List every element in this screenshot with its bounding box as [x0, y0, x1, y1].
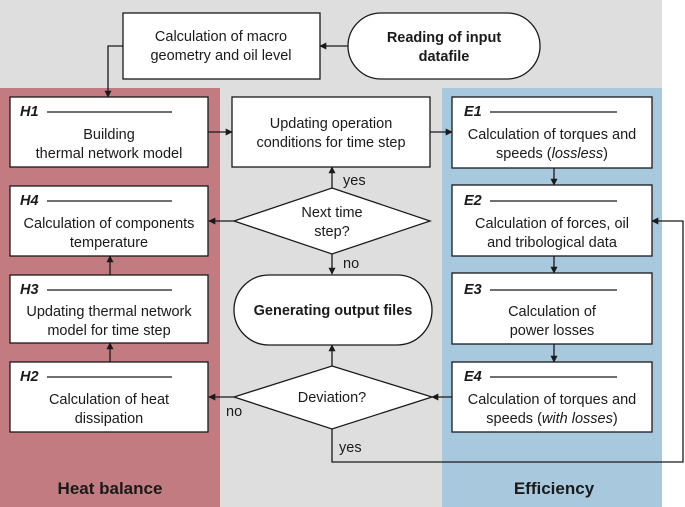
e2-box: E2 Calculation of forces, oil and tribol…	[451, 184, 653, 257]
svg-text:conditions for time step: conditions for time step	[256, 135, 405, 151]
svg-text:Calculation of forces, oil: Calculation of forces, oil	[475, 216, 629, 232]
svg-text:Calculation of torques and: Calculation of torques and	[468, 127, 636, 143]
svg-text:model for time step: model for time step	[47, 323, 170, 339]
svg-text:H1: H1	[20, 104, 39, 120]
e1-box: E1 Calculation of torques and speeds (lo…	[451, 96, 653, 169]
svg-text:Updating operation: Updating operation	[270, 116, 393, 132]
next-time-step-decision: Next time step?	[231, 187, 433, 255]
e4-box: E4 Calculation of torques and speeds (wi…	[451, 361, 653, 433]
svg-text:Deviation?: Deviation?	[298, 390, 367, 406]
deviation-yes-label: yes	[339, 440, 362, 456]
updating-conditions-box: Updating operation conditions for time s…	[231, 96, 431, 168]
svg-text:thermal network model: thermal network model	[36, 146, 183, 162]
svg-text:Calculation of heat: Calculation of heat	[49, 392, 169, 408]
svg-text:E4: E4	[464, 369, 482, 385]
svg-text:Building: Building	[83, 127, 135, 143]
svg-text:and tribological data: and tribological data	[487, 235, 618, 251]
svg-text:Generating output files: Generating output files	[254, 303, 413, 319]
svg-text:H2: H2	[20, 369, 39, 385]
next-step-no-label: no	[343, 256, 359, 272]
deviation-decision: Deviation?	[231, 365, 435, 430]
svg-text:E2: E2	[464, 193, 482, 209]
e3-box: E3 Calculation of power losses	[451, 272, 653, 345]
svg-text:Reading of input: Reading of input	[387, 30, 502, 46]
generating-output-files-terminal: Generating output files	[233, 274, 433, 346]
svg-text:datafile: datafile	[419, 49, 470, 65]
svg-text:Updating thermal network: Updating thermal network	[26, 304, 192, 320]
svg-text:speeds (with losses): speeds (with losses)	[486, 411, 617, 427]
arrow-deviation-loop-to-e2	[331, 217, 684, 463]
svg-text:Calculation of macro: Calculation of macro	[155, 29, 287, 45]
macro-geometry-box: Calculation of macro geometry and oil le…	[122, 12, 321, 80]
efficiency-label: Efficiency	[514, 479, 595, 498]
svg-text:E3: E3	[464, 282, 482, 298]
heat-balance-label: Heat balance	[58, 479, 163, 498]
reading-input-datafile-terminal: Reading of input datafile	[347, 12, 541, 80]
svg-text:Calculation of components: Calculation of components	[24, 216, 195, 232]
top-background	[0, 0, 662, 88]
next-step-yes-label: yes	[343, 173, 366, 189]
arrow-macro-to-h1	[104, 45, 123, 98]
svg-text:Next time: Next time	[301, 205, 362, 221]
svg-text:power losses: power losses	[510, 323, 595, 339]
svg-text:Calculation of torques and: Calculation of torques and	[468, 392, 636, 408]
svg-text:step?: step?	[314, 224, 349, 240]
deviation-no-label: no	[226, 404, 242, 420]
svg-text:temperature: temperature	[70, 235, 148, 251]
h4-box: H4 Calculation of components temperature	[9, 185, 209, 257]
svg-text:E1: E1	[464, 104, 482, 120]
h1-box: H1 Building thermal network model	[9, 96, 209, 168]
svg-text:H3: H3	[20, 282, 39, 298]
svg-text:Calculation of: Calculation of	[508, 304, 597, 320]
svg-text:geometry and oil level: geometry and oil level	[150, 48, 291, 64]
h2-box: H2 Calculation of heat dissipation	[9, 361, 209, 433]
svg-text:speeds (lossless): speeds (lossless)	[496, 146, 608, 162]
h3-box: H3 Updating thermal network model for ti…	[9, 274, 209, 344]
svg-text:dissipation: dissipation	[75, 411, 144, 427]
svg-text:H4: H4	[20, 193, 39, 209]
